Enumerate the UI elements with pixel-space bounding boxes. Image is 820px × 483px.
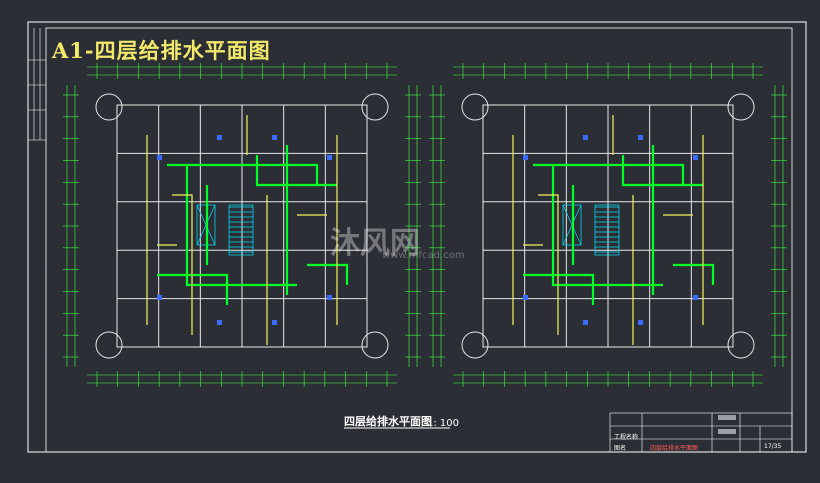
fixture <box>157 155 162 160</box>
supply-pipe-run <box>551 165 663 287</box>
fixture <box>693 295 698 300</box>
fixture <box>327 295 332 300</box>
fixture <box>327 155 332 160</box>
binding-strip <box>28 28 46 141</box>
corner-bay <box>95 331 123 359</box>
title-block <box>609 412 793 453</box>
supply-pipes <box>157 145 349 305</box>
drain-pipe-run <box>172 194 193 335</box>
drain-pipes <box>146 115 338 345</box>
corner-bay <box>727 93 755 121</box>
supply-pipe-run <box>533 163 685 185</box>
fixture <box>217 135 222 140</box>
supply-pipe-run <box>167 163 319 185</box>
watermark-url: www.mfcad.com <box>382 250 465 261</box>
corner-bay <box>727 331 755 359</box>
stair-core <box>196 204 254 256</box>
supply-pipe-run <box>673 263 715 285</box>
fixtures <box>523 135 698 325</box>
dimension-lines <box>429 63 787 387</box>
fixture <box>638 135 643 140</box>
title-block-project-label: 工程名称 <box>614 434 639 441</box>
walls <box>461 93 755 359</box>
title-block-drawing-name: 四层给排水平面图 <box>650 445 699 452</box>
stair-core <box>562 204 620 256</box>
supply-pipe-run <box>157 273 229 305</box>
corner-bay <box>95 93 123 121</box>
watermark-brand: 沐风网 <box>330 226 420 261</box>
stair-rect <box>228 204 254 256</box>
fixture <box>693 155 698 160</box>
floor-plan-left <box>63 63 421 387</box>
fixture <box>157 295 162 300</box>
supply-pipe-run <box>255 155 337 187</box>
fixture <box>272 320 277 325</box>
stair-rect <box>594 204 620 256</box>
corner-bay <box>461 93 489 121</box>
fixture <box>583 135 588 140</box>
corner-bay <box>361 93 389 121</box>
fixture <box>583 320 588 325</box>
corner-bay <box>461 331 489 359</box>
fixture <box>523 295 528 300</box>
supply-pipes <box>523 145 715 305</box>
title-block-drawing-label: 图名 <box>614 445 627 452</box>
fixture <box>272 135 277 140</box>
fixture <box>523 155 528 160</box>
supply-pipe-run <box>523 273 595 305</box>
title-block-sheet-no: 17/35 <box>764 443 782 450</box>
dimension-lines <box>63 63 421 387</box>
supply-pipe-run <box>185 165 297 287</box>
floor-plan-right <box>429 63 787 387</box>
plan-caption: 四层给排水平面图 <box>344 415 432 428</box>
supply-pipe-run <box>621 155 703 187</box>
fixture <box>638 320 643 325</box>
drawing-title: A1-四层给排水平面图 <box>52 38 271 63</box>
plan-scale: 1: 100 <box>427 418 459 429</box>
drain-pipe-run <box>538 194 559 335</box>
fixture <box>217 320 222 325</box>
corner-bay <box>361 331 389 359</box>
sheet-inner-frame <box>45 27 793 453</box>
drain-pipes <box>512 115 704 345</box>
fixtures <box>157 135 332 325</box>
supply-pipe-run <box>307 263 349 285</box>
